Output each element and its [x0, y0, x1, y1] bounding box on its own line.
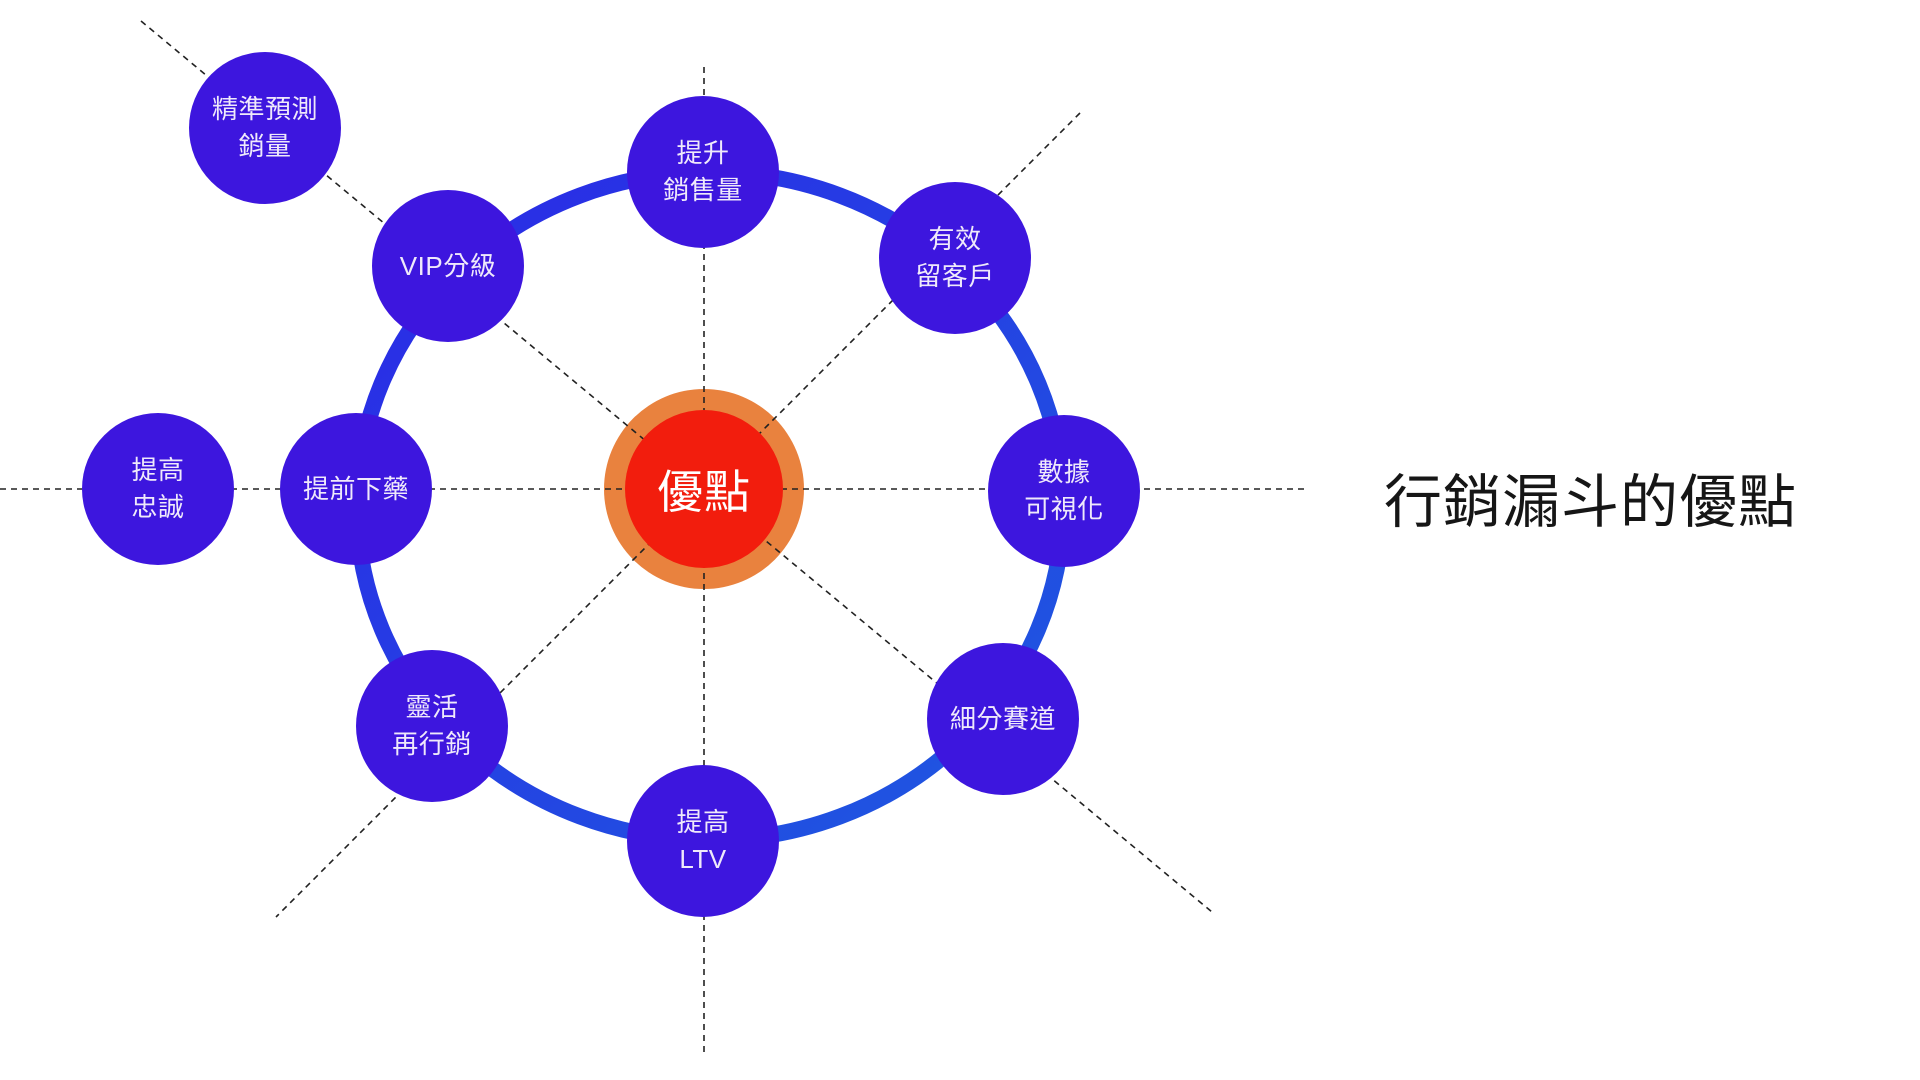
node-label-line: 忠誠 [131, 492, 185, 522]
node-label-line: 提高 [676, 807, 730, 837]
node-retain-customers: 有效 留客戶 [879, 182, 1031, 334]
node-label-line: 細分賽道 [949, 703, 1056, 734]
node-boost-sales: 提升 銷售量 [627, 96, 779, 248]
node-label-line: 提高 [131, 455, 185, 485]
node-label-line: 提前下藥 [302, 473, 409, 504]
node-label-line: 銷售量 [663, 175, 743, 205]
node-segment-tracks: 細分賽道 [927, 643, 1079, 795]
node-label-line: 可視化 [1024, 494, 1104, 524]
node-label-line: 銷量 [238, 131, 292, 161]
node-label-line: LTV [679, 844, 727, 874]
node-increase-ltv: 提高 LTV [627, 765, 779, 917]
diagram-title: 行銷漏斗的優點 [1384, 470, 1798, 535]
node-early-action: 提前下藥 [280, 413, 432, 565]
center-node-label: 優點 [657, 466, 751, 518]
node-increase-loyalty: 提高 忠誠 [82, 413, 234, 565]
node-data-visualization: 數據 可視化 [988, 415, 1140, 567]
node-accurate-forecast: 精準預測 銷量 [189, 52, 341, 204]
node-label-line: 再行銷 [392, 729, 472, 759]
node-flexible-remarketing: 靈活 再行銷 [356, 650, 508, 802]
node-vip-tiering: VIP分級 [372, 190, 524, 342]
center-node-circle [625, 410, 783, 568]
node-label-line: 提升 [676, 138, 730, 168]
node-label-line: VIP分級 [399, 250, 497, 281]
node-label-line: 精準預測 [211, 94, 318, 124]
node-label-line: 靈活 [405, 692, 459, 722]
node-label-line: 留客戶 [915, 261, 995, 291]
node-label-line: 有效 [928, 224, 982, 254]
node-label-line: 數據 [1037, 457, 1091, 487]
